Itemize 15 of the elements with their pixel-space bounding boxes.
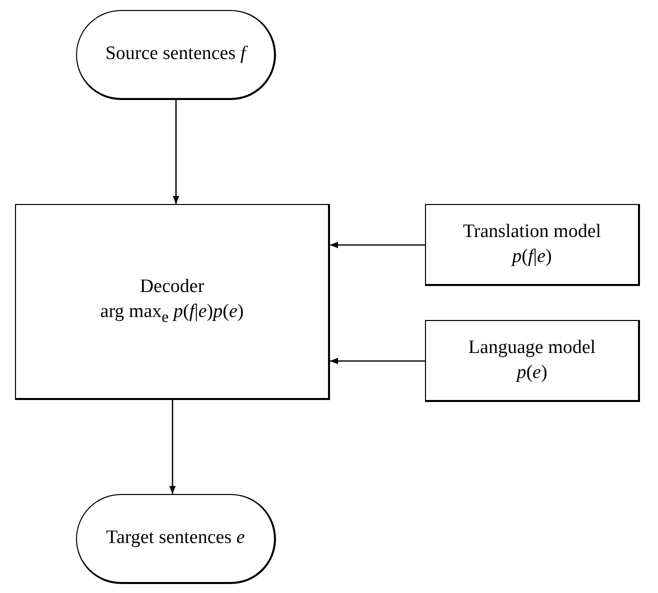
process-box [425,204,640,286]
arrow [330,358,425,364]
arrow [169,400,176,494]
node-label: Translation model [462,220,602,244]
node-label: Source sentences f [105,42,246,66]
formula-text: arg max$_{e}$ p(f|e)p(e) [100,300,244,328]
arrow [172,100,180,204]
process-box [15,204,330,400]
node-label: Language model [468,336,596,360]
formula-text: p(f|e) [512,244,552,268]
arrow [330,242,425,248]
formula-text: p(e) [516,360,548,384]
node-label: Decoder [140,274,204,299]
node-label: Target sentences e [106,526,245,550]
process-box [425,320,640,402]
